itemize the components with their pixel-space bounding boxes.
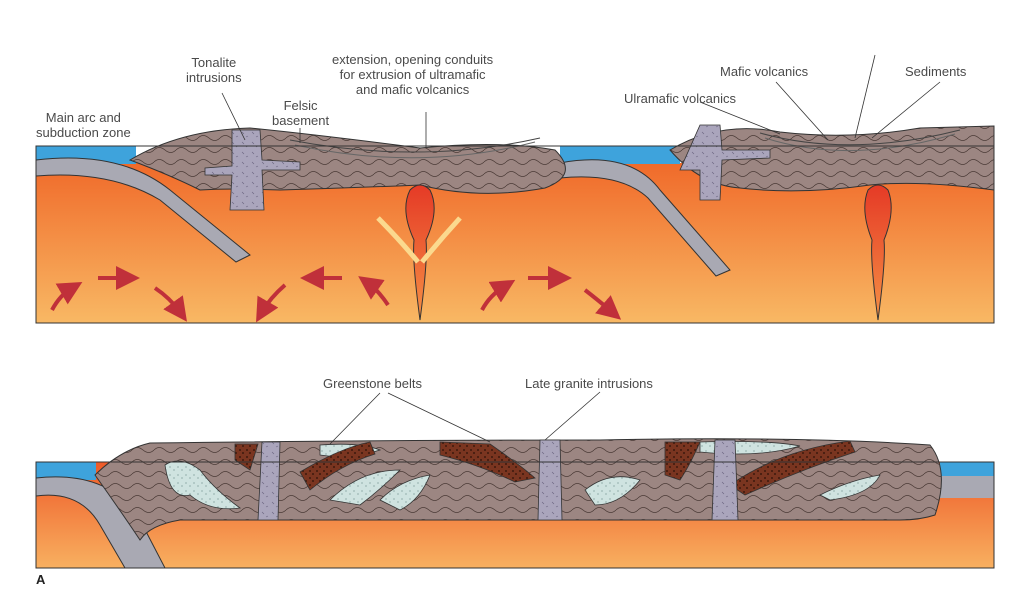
leader-lines-top [221,54,941,148]
label-ultramafic-volcanics: Ulramafic volcanics [624,91,736,106]
felsic-basement-right [669,125,995,192]
label-late-granite: Late granite intrusions [525,376,653,391]
label-sediments: Sediments [905,64,967,79]
label-greenstone-belts: Greenstone belts [323,376,423,391]
subducting-slab-right [559,159,731,277]
panel-letter: A [36,572,46,587]
subducting-slab-left [35,157,251,263]
felsic-basement-left [128,127,566,194]
label-extension: extension, opening conduits for extrusio… [332,52,494,97]
bottom-panel [35,438,995,569]
convection-arrows [50,266,622,323]
tonalite-intrusion-left [204,129,301,211]
mantle-plume-right [864,184,892,321]
label-main-arc: Main arc and subduction zone [36,110,131,140]
label-mafic-volcanics: Mafic volcanics [720,64,809,79]
tonalite-intrusion-right [679,124,771,201]
top-panel [35,124,995,324]
subducting-slab-bottom [35,476,166,569]
label-felsic: Felsic basement [272,98,330,128]
flow-arrow-right [420,216,462,264]
ocean-left-bottom [36,462,96,480]
ocean-right-bottom [940,462,994,476]
flow-arrow-left [376,216,420,264]
mantle-plume-left [405,184,435,321]
leader-lines-bottom [329,391,601,445]
label-tonalite: Tonalite intrusions [186,55,242,85]
